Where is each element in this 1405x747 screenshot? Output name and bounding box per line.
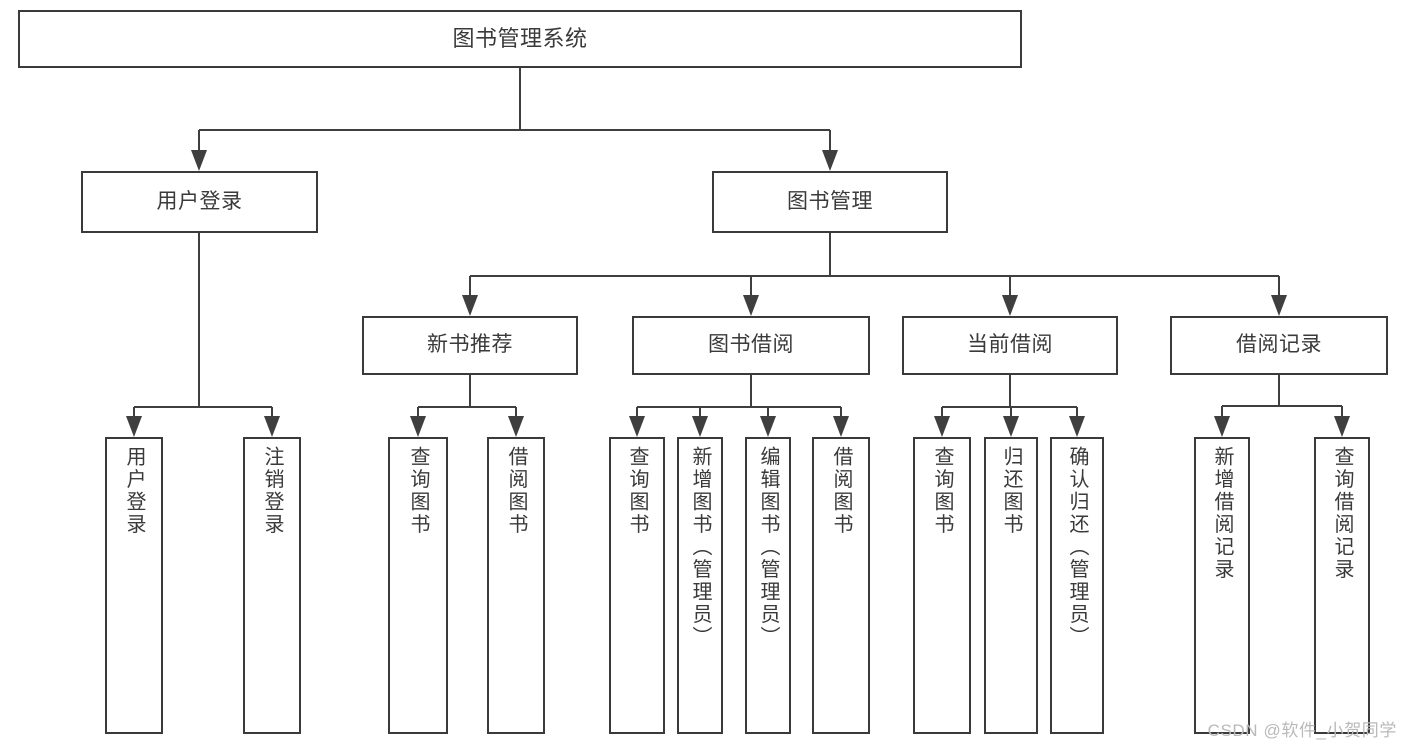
node-root[interactable]: 图书管理系统 <box>18 10 1022 68</box>
node-label: 注销登录 <box>261 446 283 536</box>
node-label: 图书借阅 <box>708 333 794 357</box>
leaf-query-book-current[interactable]: 查询图书 <box>913 437 971 734</box>
node-book-management[interactable]: 图书管理 <box>712 171 948 233</box>
node-label: 当前借阅 <box>967 333 1053 357</box>
leaf-add-book-admin[interactable]: 新增图书（管理员） <box>677 437 723 734</box>
node-label: 用户登录 <box>123 446 145 536</box>
node-label: 借阅图书 <box>505 446 527 536</box>
leaf-return-book[interactable]: 归还图书 <box>984 437 1038 734</box>
node-borrow-record[interactable]: 借阅记录 <box>1170 316 1388 375</box>
node-current-borrow[interactable]: 当前借阅 <box>902 316 1118 375</box>
leaf-user-login[interactable]: 用户登录 <box>105 437 163 734</box>
node-label: 借阅记录 <box>1236 333 1322 357</box>
leaf-add-borrow-record[interactable]: 新增借阅记录 <box>1194 437 1250 734</box>
node-label: 用户登录 <box>156 189 243 213</box>
leaf-edit-book-admin[interactable]: 编辑图书（管理员） <box>745 437 791 734</box>
node-label: 查询借阅记录 <box>1331 446 1353 581</box>
node-label: 确认归还（管理员） <box>1066 446 1088 649</box>
watermark-text: CSDN @软件_小贺同学 <box>1207 721 1397 740</box>
node-label: 新增图书（管理员） <box>689 446 711 649</box>
node-user-login[interactable]: 用户登录 <box>81 171 318 233</box>
node-label: 归还图书 <box>1000 446 1022 536</box>
leaf-query-book-recommend[interactable]: 查询图书 <box>388 437 448 734</box>
node-label: 编辑图书（管理员） <box>757 446 779 649</box>
node-label: 借阅图书 <box>830 446 852 536</box>
node-label: 查询图书 <box>407 446 429 536</box>
node-label: 图书管理 <box>787 189 873 213</box>
leaf-confirm-return-admin[interactable]: 确认归还（管理员） <box>1050 437 1104 734</box>
node-label: 新增借阅记录 <box>1211 446 1233 581</box>
node-label: 查询图书 <box>931 446 953 536</box>
node-label: 图书管理系统 <box>452 26 588 52</box>
node-label: 查询图书 <box>626 446 648 536</box>
node-book-borrow[interactable]: 图书借阅 <box>632 316 870 375</box>
leaf-query-borrow-record[interactable]: 查询借阅记录 <box>1314 437 1370 734</box>
leaf-borrow-book[interactable]: 借阅图书 <box>812 437 870 734</box>
leaf-query-book-borrow[interactable]: 查询图书 <box>609 437 665 734</box>
node-label: 新书推荐 <box>427 333 513 357</box>
node-new-book-recommend[interactable]: 新书推荐 <box>362 316 578 375</box>
leaf-borrow-book-recommend[interactable]: 借阅图书 <box>487 437 545 734</box>
leaf-logout[interactable]: 注销登录 <box>243 437 301 734</box>
